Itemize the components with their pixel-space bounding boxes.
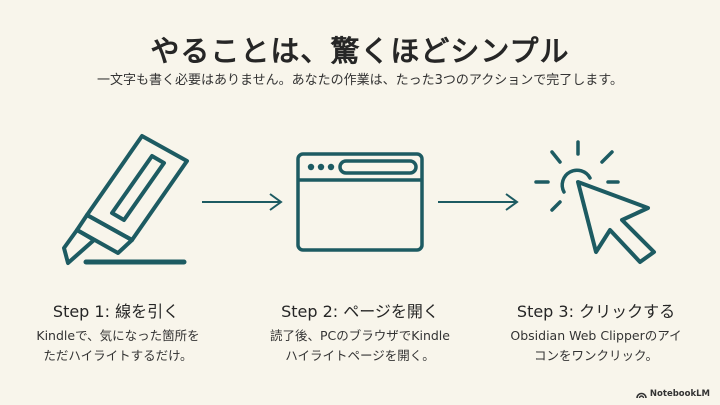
notebooklm-label: NotebookLM xyxy=(649,389,710,399)
step-1-title: Step 1: 線を引く xyxy=(52,302,180,321)
step-1-desc-line: ただハイライトするだけ。 xyxy=(43,348,193,363)
highlighter-icon xyxy=(62,134,189,265)
browser-window-icon xyxy=(296,152,424,252)
arrow-right-icon xyxy=(202,193,283,211)
notebooklm-badge: NotebookLM xyxy=(636,389,710,399)
page-title: やることは、驚くほどシンプル xyxy=(150,34,570,68)
page-subtitle: 一文字も書く必要はありません。あなたの作業は、たった3つのアクションで完了します… xyxy=(97,73,623,88)
arrow-right-icon xyxy=(438,193,519,211)
step-3-desc-line: Obsidian Web Clipperのアイ xyxy=(510,328,682,343)
step-3-desc-line: コンをワンクリック。 xyxy=(533,348,658,363)
notebooklm-logo-icon xyxy=(636,392,647,398)
step-2-desc-line: ハイライトページを開く。 xyxy=(285,348,435,363)
step-1-description: Kindleで、気になった箇所を ただハイライトするだけ。 xyxy=(8,326,228,366)
step-2-desc-line: 読了後、PCのブラウザでKindle xyxy=(270,328,450,343)
step-1-desc-line: Kindleで、気になった箇所を xyxy=(36,328,200,343)
step-3-description: Obsidian Web Clipperのアイ コンをワンクリック。 xyxy=(486,326,706,366)
step-2-title: Step 2: ページを開く xyxy=(281,302,439,321)
step-2-description: 読了後、PCのブラウザでKindle ハイライトページを開く。 xyxy=(250,326,470,366)
step-3-title: Step 3: クリックする xyxy=(516,302,676,321)
cursor-click-icon xyxy=(534,140,656,264)
